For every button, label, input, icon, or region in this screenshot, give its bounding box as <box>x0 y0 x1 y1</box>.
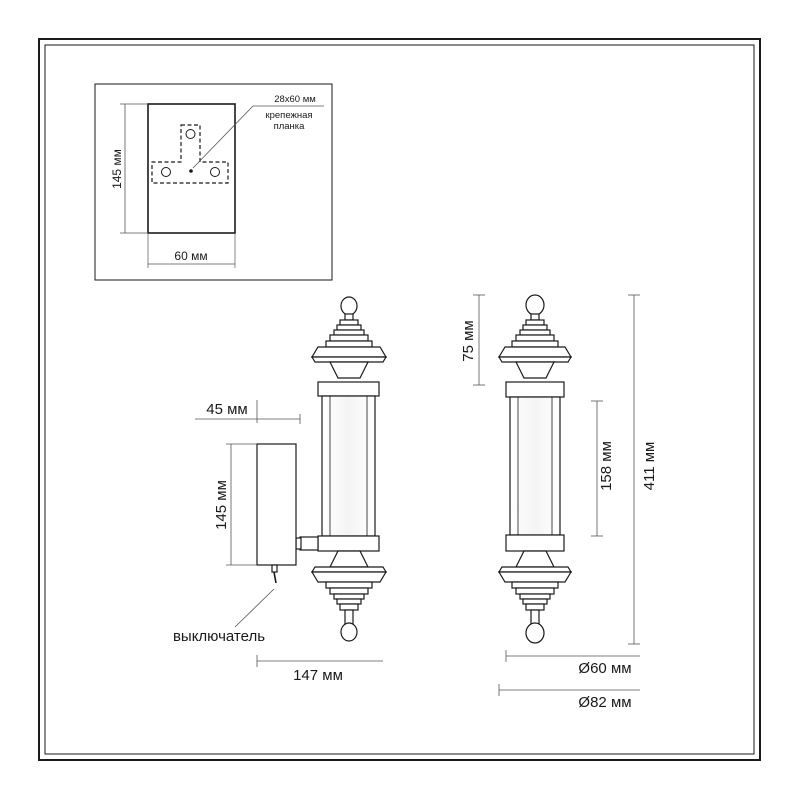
front-crown-2 <box>522 324 548 331</box>
plate-label-line1: крепежная <box>265 110 312 121</box>
front-crown-collar <box>515 361 555 379</box>
plate-label-line2: планка <box>274 121 306 132</box>
inset-frame <box>94 83 333 281</box>
front-crown-3 <box>519 329 551 336</box>
side-top-cap <box>317 381 380 397</box>
side-view <box>256 296 388 642</box>
front-tube <box>509 396 561 536</box>
front-crown-base <box>497 356 573 363</box>
side-bottom-cap <box>317 535 380 552</box>
front-crown-6 <box>497 346 573 358</box>
side-crown-base <box>310 356 388 363</box>
max-diameter-label: Ø82 мм <box>578 694 631 711</box>
side-top-knob <box>340 296 358 316</box>
tube-diameter-label: Ø60 мм <box>578 660 631 677</box>
inset-width-label: 60 мм <box>174 249 207 263</box>
front-bottom-knob <box>525 622 545 644</box>
inner-frame <box>44 44 755 755</box>
front-top-cap <box>505 381 565 398</box>
side-wall-box <box>256 443 297 566</box>
side-crown-1 <box>339 319 359 326</box>
mount-hole-top <box>185 129 196 139</box>
mount-plate-inset: 28x60 мм крепежная планка 145 мм 60 мм <box>94 83 333 281</box>
switch-label: выключатель <box>173 628 265 645</box>
side-knob-neck <box>344 313 354 321</box>
side-lower-neck <box>344 609 354 625</box>
front-crown-1 <box>525 319 545 326</box>
box-height-label: 145 мм <box>213 480 230 530</box>
top-height-label: 75 мм <box>460 320 477 361</box>
front-view <box>497 294 573 644</box>
front-lower-dish-top <box>497 566 573 573</box>
front-lower-ring-1 <box>511 581 559 589</box>
front-lower-collar <box>515 550 555 568</box>
side-lower-ring-1 <box>325 581 373 589</box>
side-crown-collar <box>329 361 369 379</box>
front-view-dimensions <box>473 294 640 696</box>
side-bottom-knob <box>340 622 358 642</box>
side-lower-ring-3 <box>333 593 365 600</box>
tube-height-label: 158 мм <box>598 441 615 491</box>
side-crown-3 <box>333 329 365 336</box>
plate-leader-line <box>192 105 254 169</box>
front-top-knob <box>525 294 545 316</box>
front-lower-neck <box>530 609 540 625</box>
mount-hole-right <box>210 167 220 177</box>
side-lower-ring-2 <box>329 587 369 595</box>
side-arm-nut <box>295 537 302 550</box>
side-crown-6 <box>310 346 388 358</box>
switch-leader <box>234 588 275 628</box>
front-bottom-cap <box>505 534 565 552</box>
side-view-dimensions <box>195 400 383 667</box>
outer-frame <box>38 38 761 761</box>
depth-label: 147 мм <box>293 667 343 684</box>
mount-center-dot <box>189 169 193 173</box>
mount-hole-left <box>161 167 171 177</box>
switch-stem <box>271 564 278 573</box>
side-lower-dish <box>310 571 388 583</box>
switch-toggle <box>273 571 277 584</box>
mount-plate-dashed <box>151 124 229 184</box>
front-lower-ring-3 <box>519 593 551 600</box>
side-crown-5 <box>325 340 373 348</box>
side-lower-ring-4 <box>336 598 362 605</box>
plate-size-label: 28x60 мм <box>274 94 316 105</box>
front-crown-5 <box>511 340 559 348</box>
side-lower-ring-5 <box>339 603 359 611</box>
offset-label: 45 мм <box>206 401 247 418</box>
mount-base-rect <box>147 103 236 234</box>
side-lower-dish-top <box>310 566 388 573</box>
side-lower-collar <box>329 550 369 568</box>
side-arm <box>299 536 319 551</box>
side-crown-2 <box>336 324 362 331</box>
inset-height-label: 145 мм <box>110 149 124 189</box>
side-crown-4 <box>329 334 369 342</box>
total-height-label: 411 мм <box>641 442 658 491</box>
front-crown-4 <box>515 334 555 342</box>
front-knob-neck <box>530 313 540 321</box>
front-lower-ring-5 <box>525 603 545 611</box>
front-lower-dish <box>497 571 573 583</box>
front-lower-ring-4 <box>522 598 548 605</box>
front-lower-ring-2 <box>515 587 555 595</box>
